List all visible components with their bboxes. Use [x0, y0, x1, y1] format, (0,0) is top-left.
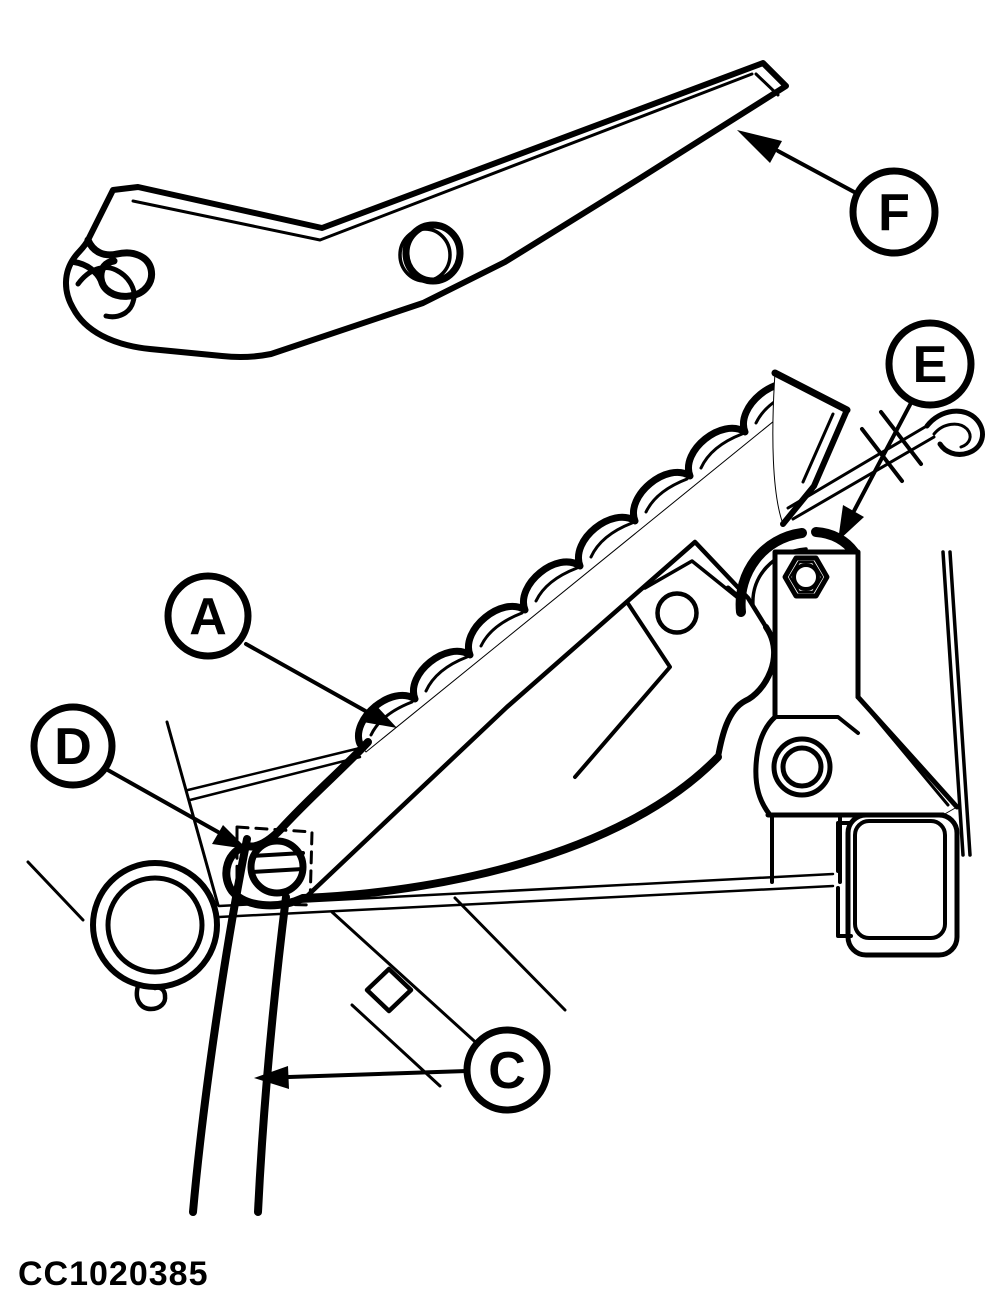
pivot-boss-inner: [780, 745, 824, 789]
rod-edge-right: [254, 893, 290, 1216]
lever-arm-outline: [63, 60, 789, 361]
pad-serration-shadow-arcs: [369, 388, 799, 737]
pedal-arm-bottom-edge: [299, 753, 722, 902]
clevis-joint-line: [71, 259, 104, 284]
cable-line-1: [786, 422, 932, 510]
callout-d-circle: [30, 703, 116, 789]
pedal-arm-hole: [655, 591, 699, 635]
panel-edge-line: [165, 720, 220, 907]
lever-tip-face-line: [754, 72, 780, 97]
hex-bolt-inner: [788, 560, 824, 594]
callout-e-leader: [852, 399, 914, 513]
pedal-arm-body: [305, 542, 775, 899]
cam-arc-tail: [725, 585, 746, 604]
grommet-inner: [105, 875, 205, 975]
callout-a-circle: [164, 572, 252, 660]
arm-square-boss: [364, 966, 414, 1014]
dashed-outline-box: [235, 825, 314, 907]
callout-c-circle: [463, 1026, 551, 1114]
callout-f-letter: F: [878, 184, 910, 242]
bolt-slot-lines: [250, 851, 305, 874]
stop-pad-inner: [853, 819, 947, 940]
callout-f-circle: [849, 167, 939, 257]
pedal-arm-apex-inner-line: [643, 559, 740, 600]
break-mark-1: [879, 410, 923, 466]
pedal-arm-left-edge: [302, 539, 769, 901]
clevis-lower-curl: [75, 265, 137, 320]
pad-serrated-edge: [355, 379, 804, 748]
cable-hook-inner: [932, 422, 972, 449]
boss-top-edge: [773, 715, 860, 735]
pad-top-end-body: [772, 372, 848, 525]
pad-top-end-side: [780, 407, 850, 527]
flange-line-2: [217, 884, 835, 919]
panel-lines: [26, 720, 362, 922]
cable-hook-outer: [924, 408, 985, 457]
pedal-arm: [299, 539, 778, 1088]
panel-line-right-2: [948, 550, 972, 857]
callout-d: D: [30, 703, 247, 849]
stop-pad: [836, 812, 960, 958]
callout-e-circle: [885, 319, 975, 409]
lever-arm-inner-edge: [131, 72, 754, 242]
callout-a: A: [164, 572, 397, 728]
callout-f: F: [737, 130, 939, 257]
grommet-outer: [90, 860, 220, 990]
lever-hole-bore: [398, 227, 452, 283]
pad-top-end-edge: [771, 369, 851, 414]
callout-f-leader: [776, 149, 858, 195]
panel-line-right-1: [941, 550, 965, 857]
callout-e-letter: E: [913, 336, 948, 394]
grommet: [90, 860, 220, 1012]
mounting-bracket: [753, 549, 960, 884]
callout-c-leader: [287, 1069, 469, 1079]
callout-c-arrowhead: [254, 1066, 289, 1089]
callout-d-letter: D: [54, 718, 92, 776]
link-rod-line-1: [186, 746, 362, 792]
callout-a-leader: [244, 642, 371, 715]
callout-d-arrowhead: [212, 825, 247, 849]
pad-top-end-inner-line: [801, 412, 835, 484]
callout-d-leader: [104, 767, 220, 834]
lever-arm-part: [63, 60, 789, 361]
pedal-pad: [222, 369, 851, 910]
stop-pad-outer: [845, 812, 960, 958]
bolt-head: [247, 837, 307, 897]
hex-bolt-shank: [792, 563, 820, 591]
pedal-arm-face-lines: [573, 600, 672, 779]
stop-pad-bracket: [836, 821, 853, 938]
bracket-lower-tabs: [770, 813, 842, 884]
arm-tip-line-2: [453, 896, 567, 1012]
figure-code: CC1020385: [18, 1255, 208, 1293]
link-rod-line-2: [188, 755, 362, 802]
callout-a-arrowhead: [363, 703, 397, 728]
panel-corner-line: [26, 860, 85, 922]
boss-outline: [753, 714, 778, 818]
bracket-diagonal-inner: [861, 701, 950, 807]
spring-cam-arc: [725, 527, 859, 617]
grommet-hook: [134, 983, 168, 1012]
callout-f-arrowhead: [737, 130, 782, 163]
callout-e: E: [838, 319, 975, 541]
callout-a-letter: A: [189, 588, 227, 646]
cam-arc-end: [811, 527, 859, 557]
bracket-edges: [772, 549, 861, 720]
callout-e-arrowhead: [838, 505, 864, 541]
callout-c-letter: C: [488, 1042, 526, 1100]
retaining-bolt: [235, 825, 314, 907]
callout-c: C: [254, 1026, 551, 1114]
